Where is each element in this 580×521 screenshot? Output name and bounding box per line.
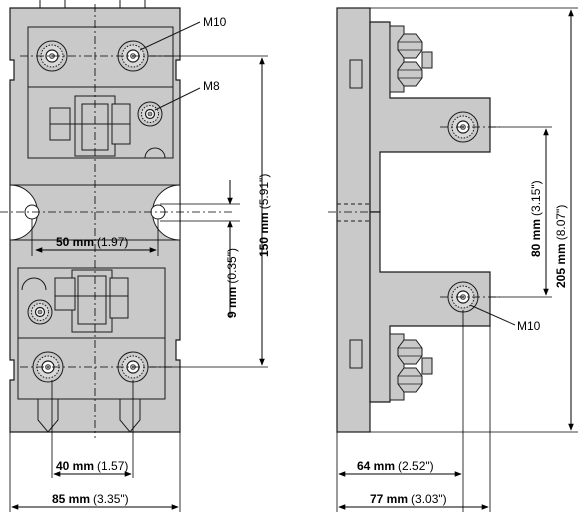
dim-205-label: 205 mm(8.07")	[554, 205, 568, 288]
side-backplate-notch-top	[349, 59, 363, 89]
dim-80-label: 80 mm(3.15")	[529, 180, 543, 257]
front-view: M10 M8 50 mm(1.97) 9 mm(0.35") 150 mm(5.…	[0, 0, 271, 512]
lower-pin-right	[119, 398, 141, 433]
upper-pin-left	[39, 0, 66, 8]
side-bolt-bottom	[389, 333, 433, 401]
side-callout-m10-leader	[469, 304, 516, 326]
dim-77-label: 77 mm(3.03")	[370, 492, 447, 506]
dim-50-label: 50 mm(1.97)	[56, 235, 128, 249]
callout-m10-leader	[139, 21, 201, 51]
upper-pin-right	[119, 0, 146, 8]
m8-nut-top-icon	[137, 101, 163, 127]
m8-nut-bottom-icon	[27, 299, 53, 325]
side-backplate-notch-bottom	[349, 339, 363, 369]
side-bolt-top	[389, 25, 433, 93]
lower-bolt-assembly	[21, 269, 129, 333]
dim-9-label: 9 mm(0.35")	[225, 248, 239, 318]
dim-150-label: 150 mm(5.91")	[257, 174, 271, 257]
dim-85-label: 85 mm(3.35")	[52, 492, 129, 506]
dim-64-label: 64 mm(2.52")	[357, 459, 434, 473]
callout-m10-label: M10	[203, 15, 227, 29]
callout-m8-label: M8	[203, 79, 220, 93]
side-callout-m10-label: M10	[517, 319, 541, 333]
lower-pin-left	[37, 398, 59, 433]
upper-plate-lip	[27, 26, 174, 88]
dim-40-label: 40 mm(1.57)	[56, 459, 128, 473]
side-view: M10 80 mm(3.15") 205 mm(8.07") 64 mm(2.5…	[328, 7, 578, 512]
callout-m8-leader	[154, 87, 201, 111]
